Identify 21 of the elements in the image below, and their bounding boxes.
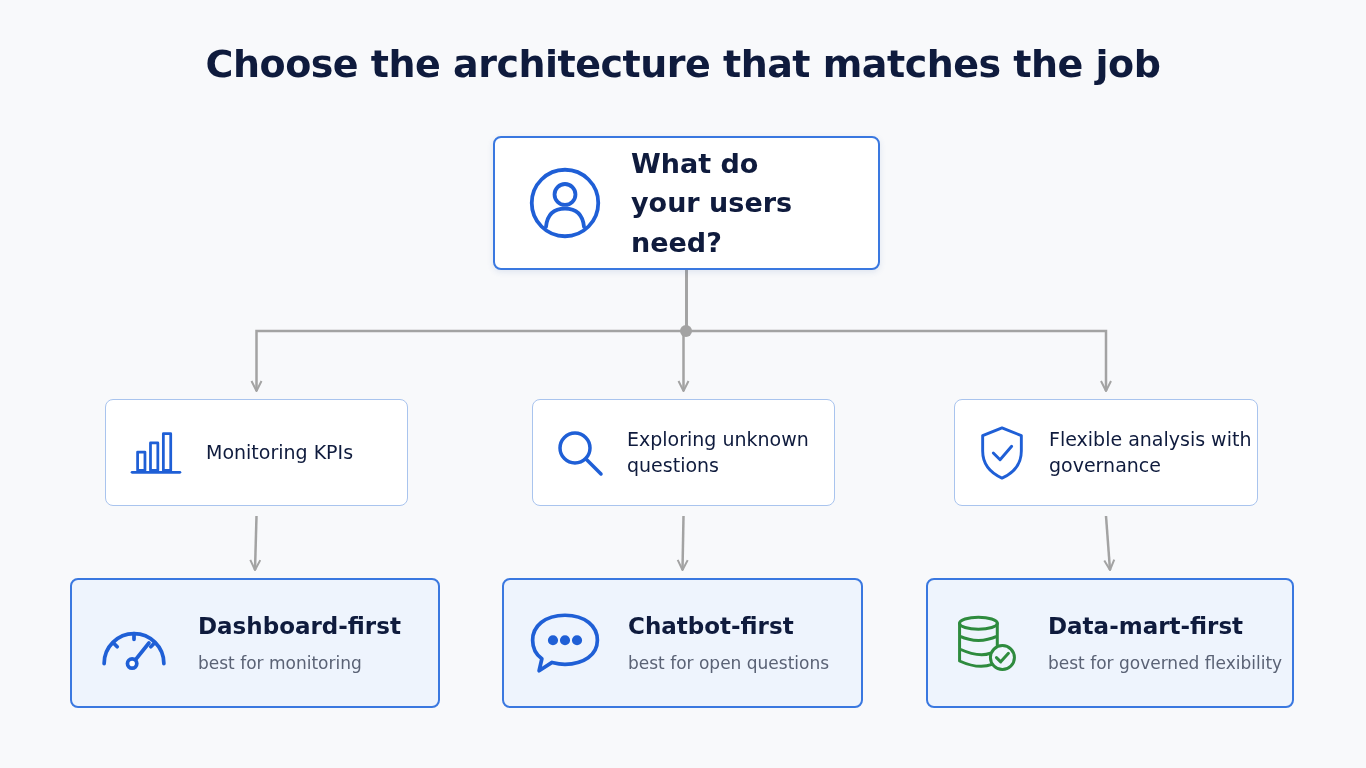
question-text: What do your users need?	[631, 147, 794, 260]
question-box	[493, 136, 880, 270]
option-text: Exploring unknown questions	[627, 426, 810, 478]
architecture-name: Chatbot-first	[628, 612, 795, 641]
architecture-note: best for governed flexibility	[1048, 652, 1283, 675]
option-box	[532, 399, 835, 506]
arrow	[676, 515, 689, 571]
architecture-note: best for open questions	[628, 652, 830, 675]
architecture-name: Dashboard-first	[198, 612, 401, 641]
result-box	[926, 578, 1294, 708]
result-box	[70, 578, 440, 708]
arrow	[249, 515, 262, 571]
option-text: Monitoring KPIs	[206, 439, 354, 465]
option-box	[954, 399, 1258, 506]
option-box	[105, 399, 408, 506]
title: Choose the architecture that matches the job	[204, 42, 1162, 86]
result-box	[502, 578, 863, 708]
arrow	[1103, 515, 1116, 571]
architecture-note: best for monitoring	[198, 652, 363, 675]
architecture-name: Data-mart-first	[1048, 612, 1245, 641]
option-text: Flexible analysis with governance	[1049, 426, 1253, 478]
